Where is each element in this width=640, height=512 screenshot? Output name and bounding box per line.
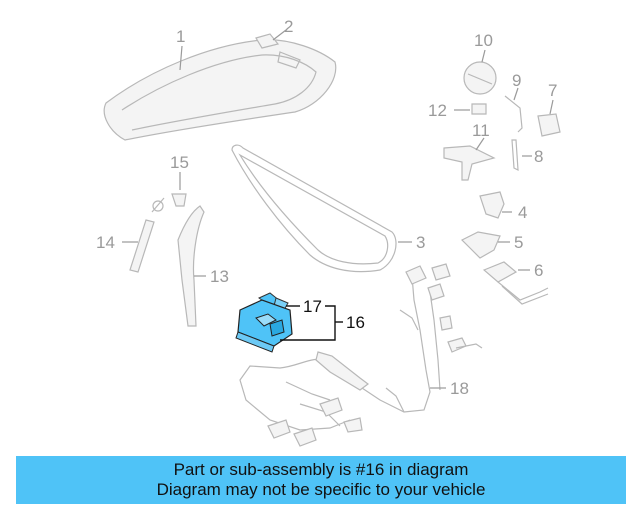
part-lamp-assembly-highlighted xyxy=(235,299,293,353)
callout-11: 11 xyxy=(472,121,490,140)
callout-10: 10 xyxy=(474,31,493,50)
part-trunk-lid xyxy=(103,39,337,141)
callout-16: 16 xyxy=(346,313,365,332)
leader-10 xyxy=(481,49,486,63)
leader-11 xyxy=(475,137,485,151)
part-rod xyxy=(511,139,519,172)
callout-2: 2 xyxy=(284,17,293,36)
banner-line-1: Part or sub-assembly is #16 in diagram xyxy=(173,460,469,479)
part-gas-strut xyxy=(129,197,165,273)
callout-7: 7 xyxy=(548,81,557,100)
part-lock-rod xyxy=(504,95,523,133)
part-striker xyxy=(479,191,505,219)
part-emblem xyxy=(255,33,280,49)
info-banner: Part or sub-assembly is #16 in diagram D… xyxy=(16,456,626,504)
callout-4: 4 xyxy=(518,203,527,222)
part-clip xyxy=(537,113,561,137)
callout-9: 9 xyxy=(512,71,521,90)
part-ball-stud xyxy=(171,193,187,207)
leader-1 xyxy=(179,45,183,71)
banner-line-2: Diagram may not be specific to your vehi… xyxy=(156,480,486,499)
part-lock-cylinder xyxy=(463,61,497,95)
leader-9 xyxy=(513,87,519,101)
callout-6: 6 xyxy=(534,261,543,280)
callout-8: 8 xyxy=(534,147,543,166)
callout-13: 13 xyxy=(210,267,229,286)
part-latch-bracket xyxy=(443,145,496,181)
leader-2 xyxy=(272,29,287,41)
leader-16 xyxy=(280,305,336,341)
part-switch xyxy=(471,103,487,115)
leader-7 xyxy=(549,99,554,115)
callout-14: 14 xyxy=(96,233,115,252)
callout-5: 5 xyxy=(514,233,523,252)
part-release-handle xyxy=(482,261,549,305)
part-hinge xyxy=(177,205,205,327)
callout-1: 1 xyxy=(176,27,185,46)
callout-12: 12 xyxy=(428,101,447,120)
part-wiring-harness xyxy=(239,263,483,447)
callout-18: 18 xyxy=(450,379,469,398)
callout-15: 15 xyxy=(170,153,189,172)
callout-17: 17 xyxy=(303,297,322,316)
part-latch xyxy=(460,231,501,259)
part-weatherstrip xyxy=(231,144,397,273)
callout-3: 3 xyxy=(416,233,425,252)
